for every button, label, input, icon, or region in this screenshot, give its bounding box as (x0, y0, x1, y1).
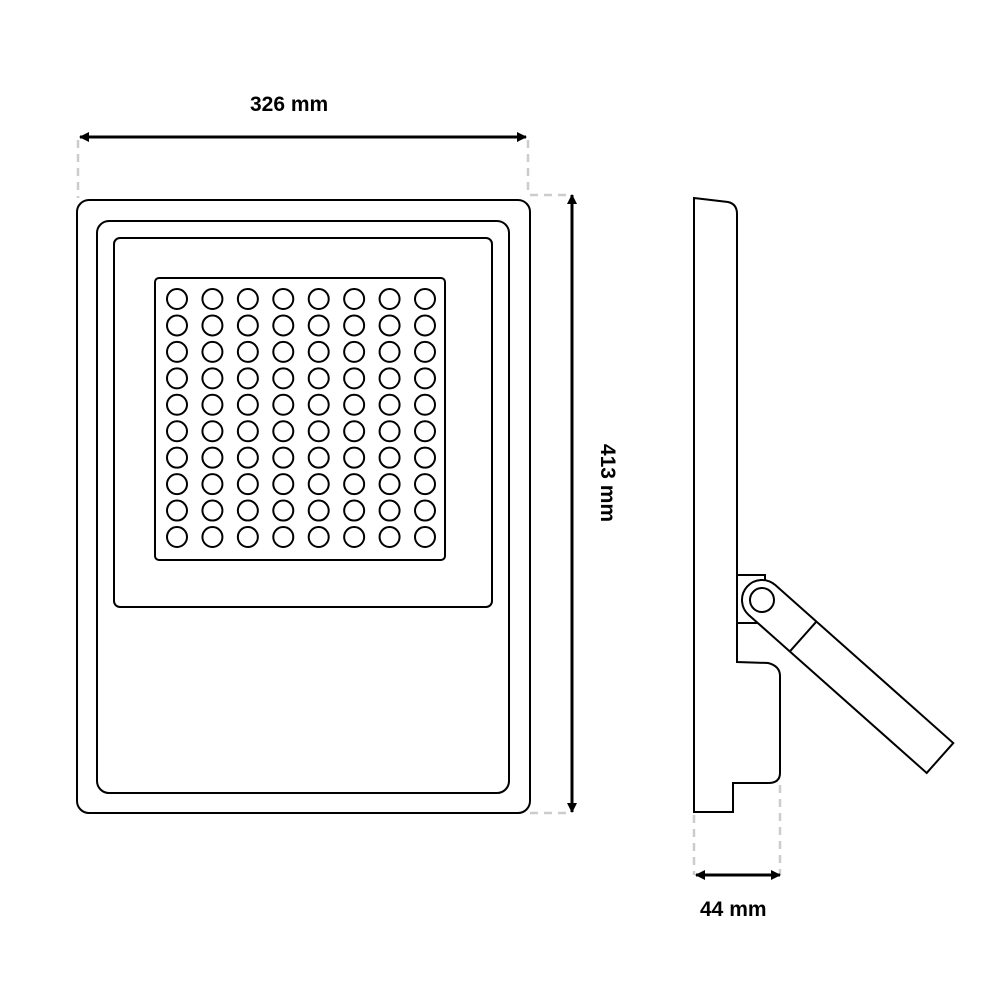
front-view (76, 199, 531, 814)
led (307, 473, 330, 496)
led (307, 526, 330, 548)
led (201, 526, 224, 548)
led (272, 420, 295, 443)
led (378, 473, 401, 496)
led (236, 446, 259, 469)
led (272, 288, 295, 310)
led (272, 499, 295, 522)
led (414, 499, 436, 522)
led (166, 499, 188, 522)
led (236, 367, 259, 390)
led (272, 446, 295, 469)
led (414, 473, 436, 496)
side-housing (693, 196, 781, 813)
led (272, 314, 295, 337)
led (414, 288, 436, 310)
led (307, 340, 330, 363)
led (414, 393, 436, 416)
led (166, 473, 188, 496)
led (343, 499, 366, 522)
led (378, 288, 401, 310)
depth-label: 44 mm (700, 898, 767, 921)
led (236, 473, 259, 496)
led (307, 367, 330, 390)
led (201, 367, 224, 390)
led (236, 288, 259, 310)
led (378, 340, 401, 363)
led (307, 314, 330, 337)
led (378, 526, 401, 548)
led (272, 473, 295, 496)
led (166, 288, 188, 310)
led (307, 446, 330, 469)
led (201, 340, 224, 363)
led (307, 393, 330, 416)
led (166, 393, 188, 416)
led (343, 340, 366, 363)
led (307, 499, 330, 522)
led (343, 473, 366, 496)
led (166, 314, 188, 337)
led (166, 340, 188, 363)
led (201, 288, 224, 310)
led (272, 393, 295, 416)
led (166, 420, 188, 443)
led (378, 367, 401, 390)
led (378, 420, 401, 443)
led (236, 499, 259, 522)
led (307, 288, 330, 310)
led (343, 526, 366, 548)
led (414, 420, 436, 443)
mounting-bracket (741, 579, 955, 775)
led (201, 446, 224, 469)
led (166, 526, 188, 548)
led (414, 367, 436, 390)
hinge-bolt (749, 587, 775, 613)
led (343, 288, 366, 310)
led (166, 446, 188, 469)
led (272, 526, 295, 548)
led (343, 367, 366, 390)
led (414, 314, 436, 337)
guide-lines (76, 140, 782, 875)
led (343, 393, 366, 416)
led (166, 367, 188, 390)
led (414, 446, 436, 469)
led (201, 314, 224, 337)
led (236, 314, 259, 337)
width-label: 326 mm (250, 93, 329, 116)
led (236, 340, 259, 363)
led (201, 473, 224, 496)
led (378, 499, 401, 522)
led (236, 393, 259, 416)
height-label: 413 mm (596, 443, 620, 523)
side-view (693, 196, 955, 813)
led (201, 393, 224, 416)
led (307, 420, 330, 443)
led (272, 340, 295, 363)
led (272, 367, 295, 390)
led (236, 420, 259, 443)
led-board (154, 277, 446, 561)
led (343, 446, 366, 469)
led (343, 420, 366, 443)
led (343, 314, 366, 337)
led (201, 420, 224, 443)
led-grid (166, 288, 436, 548)
led (414, 340, 436, 363)
led (201, 499, 224, 522)
led (378, 393, 401, 416)
led (414, 526, 436, 548)
led (378, 446, 401, 469)
led (236, 526, 259, 548)
led (378, 314, 401, 337)
